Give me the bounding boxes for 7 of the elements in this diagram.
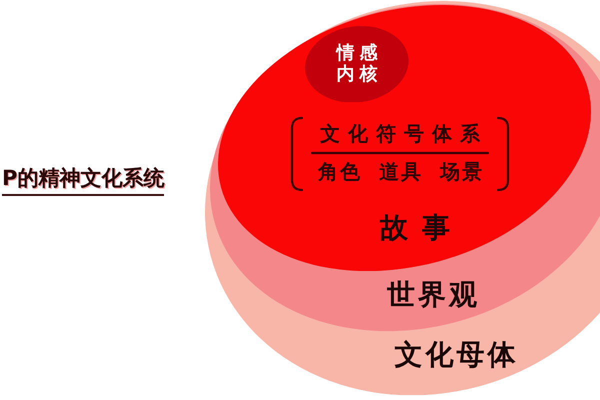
layer-label: 世界观 [386, 278, 480, 312]
core-label: 情感内核 [334, 43, 382, 85]
layer-label: 文化母体 [393, 338, 518, 372]
diagram-title: P的精神文化系统 [2, 164, 164, 196]
item-list: 角色 道具 场景 [316, 160, 484, 184]
layer-label: 故事 [378, 212, 464, 244]
group-heading: 文化符号体系 [318, 122, 488, 146]
